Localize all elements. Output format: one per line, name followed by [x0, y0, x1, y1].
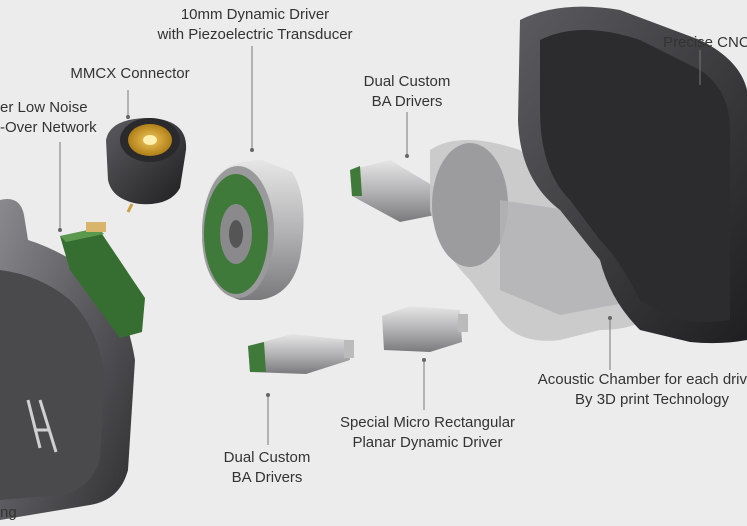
label-planar-driver: Special Micro Rectangular Planar Dynamic…	[339, 414, 516, 451]
label-mmcx-connector: MMCX Connector	[70, 65, 190, 82]
crossover-pcb	[60, 222, 145, 338]
planar-driver	[382, 306, 468, 352]
label-housing: ng	[0, 504, 17, 521]
label-precise-cnc: Precise CNC	[663, 34, 747, 51]
label-dual-ba-top: Dual Custom BA Drivers	[363, 73, 451, 110]
faceplate-housing	[0, 199, 135, 520]
label-dual-ba-bottom: Dual Custom BA Drivers	[223, 449, 311, 486]
dynamic-driver	[202, 160, 304, 300]
mmcx-connector	[106, 118, 187, 213]
label-dynamic-driver: 10mm Dynamic Driver with Piezoelectric T…	[157, 6, 353, 43]
leader-dots	[58, 115, 612, 397]
shell-assembly	[430, 6, 747, 344]
ba-driver-bottom	[248, 334, 354, 374]
label-acoustic-chamber: Acoustic Chamber for each driv By 3D pri…	[537, 371, 747, 408]
leader-lines	[59, 46, 701, 445]
logo-a-mark	[26, 399, 58, 453]
label-crossover-network: er Low Noise -Over Network	[0, 99, 97, 136]
